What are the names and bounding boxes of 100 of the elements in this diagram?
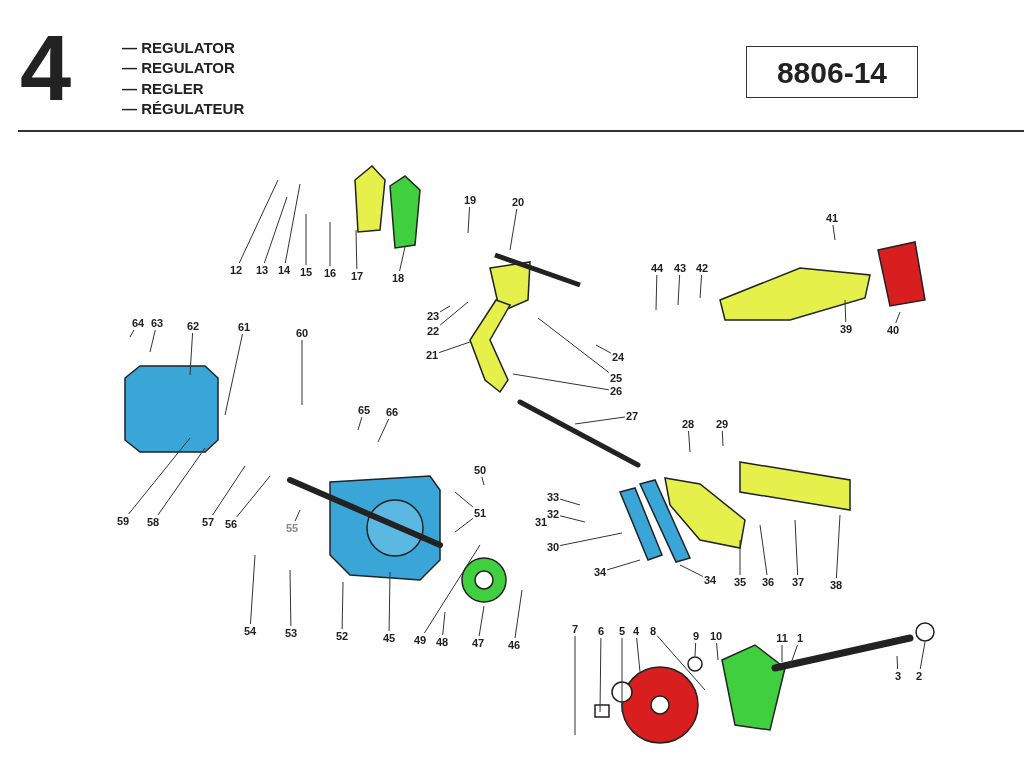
leader-line — [438, 341, 471, 354]
callout-number: 4 — [632, 625, 640, 637]
leader-line — [559, 498, 581, 506]
leader-line — [357, 416, 363, 431]
leader-line — [467, 206, 471, 234]
callout-number: 15 — [299, 266, 313, 278]
leader-line — [478, 605, 485, 637]
callout-number: 14 — [277, 264, 291, 276]
leader-line — [677, 274, 681, 306]
callout-number: 50 — [473, 464, 487, 476]
heading-line: — REGULATOR — [122, 38, 235, 58]
leader-line — [896, 655, 899, 670]
callout-number: 2 — [915, 670, 923, 682]
section-number: 4 — [20, 22, 72, 114]
callout-number: 16 — [323, 267, 337, 279]
leader-line — [454, 491, 474, 508]
callout-number: 40 — [886, 324, 900, 336]
callout-number: 7 — [571, 623, 579, 635]
callout-number: 45 — [382, 632, 396, 644]
leader-line — [655, 274, 658, 311]
leader-line — [716, 642, 719, 661]
callout-number: 28 — [681, 418, 695, 430]
leader-line — [699, 274, 703, 299]
callout-number: 19 — [463, 194, 477, 206]
leader-line — [439, 301, 469, 326]
callout-number: 1 — [796, 632, 804, 644]
callout-number: 17 — [350, 270, 364, 282]
callout-number: 55 — [285, 522, 299, 534]
callout-number: 44 — [650, 262, 664, 274]
callout-number: 36 — [761, 576, 775, 588]
leader-line — [759, 524, 768, 576]
callout-number: 9 — [692, 630, 700, 642]
callout-number: 24 — [611, 351, 625, 363]
callout-number: 6 — [597, 625, 605, 637]
callout-number: 41 — [825, 212, 839, 224]
leader-line — [341, 581, 344, 630]
leader-line — [377, 418, 390, 443]
leader-line — [284, 183, 301, 264]
callout-number: 47 — [471, 637, 485, 649]
callout-number: 49 — [413, 634, 427, 646]
leader-line — [574, 416, 626, 425]
callout-number: 60 — [295, 327, 309, 339]
leader-line — [157, 447, 206, 516]
leader-line — [212, 465, 246, 516]
callout-number: 59 — [116, 515, 130, 527]
leader-line — [294, 509, 301, 522]
leader-line — [514, 589, 523, 639]
callout-number: 30 — [546, 541, 560, 553]
callout-number: 42 — [695, 262, 709, 274]
leader-line — [305, 213, 307, 266]
callout-number: 56 — [224, 518, 238, 530]
leader-line — [832, 224, 836, 241]
leader-line — [249, 554, 256, 625]
leader-line — [656, 635, 706, 691]
callout-number: 20 — [511, 196, 525, 208]
leader-line — [721, 430, 724, 447]
leader-line — [355, 229, 358, 270]
callout-number: 22 — [426, 325, 440, 337]
callout-number: 8 — [649, 625, 657, 637]
callout-number: 54 — [243, 625, 257, 637]
heading-line: — REGLER — [122, 79, 204, 99]
leader-line — [129, 329, 135, 338]
leader-line — [263, 196, 288, 264]
leader-line — [423, 544, 481, 634]
callout-number: 34 — [703, 574, 717, 586]
callout-number: 26 — [609, 385, 623, 397]
callout-number: 5 — [618, 625, 626, 637]
callout-number: 65 — [357, 404, 371, 416]
callout-number: 58 — [146, 516, 160, 528]
callout-number: 51 — [473, 507, 487, 519]
leader-line — [688, 430, 691, 453]
callout-number: 29 — [715, 418, 729, 430]
leader-line — [224, 333, 243, 416]
callout-number: 48 — [435, 636, 449, 648]
leader-line — [599, 637, 602, 713]
callout-number: 64 — [131, 317, 145, 329]
callout-number: 61 — [237, 321, 251, 333]
callout-number: 27 — [625, 410, 639, 422]
leader-line — [621, 637, 623, 713]
leader-line — [301, 339, 303, 406]
callout-number: 23 — [426, 310, 440, 322]
callout-number: 35 — [733, 576, 747, 588]
callout-number: 66 — [385, 406, 399, 418]
callout-number: 39 — [839, 323, 853, 335]
leader-line — [289, 569, 292, 627]
callout-number: 38 — [829, 579, 843, 591]
leader-line — [694, 642, 697, 657]
callout-number: 63 — [150, 317, 164, 329]
callout-number: 32 — [546, 508, 560, 520]
leader-line — [794, 519, 799, 576]
callout-number: 37 — [791, 576, 805, 588]
leader-line — [399, 246, 406, 272]
leader-line — [595, 344, 612, 354]
leader-line — [128, 437, 191, 515]
leader-line — [781, 644, 783, 663]
leader-line — [189, 332, 194, 376]
leader-line — [559, 532, 623, 547]
leader-line — [238, 179, 279, 264]
callout-number: 12 — [229, 264, 243, 276]
leader-line — [919, 641, 926, 670]
